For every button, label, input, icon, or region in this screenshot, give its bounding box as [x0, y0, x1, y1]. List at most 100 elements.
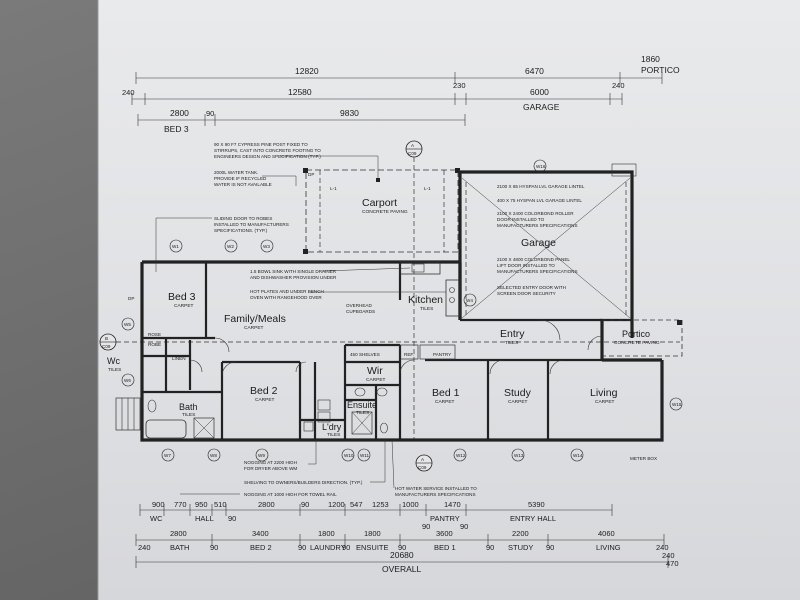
room-family-sub: CARPET [244, 325, 264, 331]
window-tag: W7 [161, 448, 175, 462]
bot-end-470: 470 [666, 559, 679, 568]
window-tag: W8 [207, 448, 221, 462]
window-tags: W1 W2 W3 W4 W5 W6 W7 W8 W9 W10 W11 W12 W… [121, 159, 683, 462]
label-dp-1: DP [308, 172, 314, 177]
carport-label: Carport [362, 197, 397, 209]
bot-dim-5390: 5390 [528, 500, 545, 509]
section-tag-a-top: A C09 [405, 140, 423, 440]
bot-dim-1470: 1470 [444, 500, 461, 509]
svg-text:W14: W14 [573, 453, 583, 458]
note-panel-1: 2100 X 4800 COLORBOND PANEL [497, 257, 570, 262]
note-tank-2: PROVIDE IF RECYCLED [214, 176, 267, 181]
bot-dim-1200: 1200 [328, 500, 345, 509]
window-tag: W5 [121, 317, 135, 331]
room-ldry-sub: TILES [327, 432, 340, 438]
bot-label-bed2: BED 2 [250, 543, 272, 552]
garage-area: Garage [458, 163, 637, 338]
note-shelving: SHELVING TO OWNERS/BUILDERS DIRECTION. (… [244, 480, 363, 485]
room-portico-sub: CONCRETE PAVING [614, 340, 660, 346]
bot-dim2-1800a: 1800 [318, 529, 335, 538]
bot-label-bed1: BED 1 [434, 543, 456, 552]
bot-sub-240a: 240 [138, 543, 151, 552]
note-nogging1-2: FOR DRYER ABOVE WM [244, 466, 297, 471]
room-bed1-sub: CARPET [435, 399, 455, 405]
top-dim-2800: 2800 [170, 108, 189, 118]
room-family: Family/Meals [224, 313, 286, 325]
bot-label-hall: HALL [195, 514, 214, 523]
bot-sub-90-1: 90 [210, 543, 218, 552]
bot-label-ensuite: ENSUITE [356, 543, 389, 552]
bot-sub-90-3: 90 [342, 543, 350, 552]
note-entrydoor-1: SELECTED ENTRY DOOR WITH [497, 285, 566, 290]
note-overhead-1: OVERHEAD [346, 303, 372, 308]
room-wc: Wc [107, 356, 120, 366]
window-tag: W2 [224, 239, 238, 253]
bot-sub-240b: 240 [656, 543, 669, 552]
room-ldry: L'dry [322, 422, 342, 432]
top-dim-12580: 12580 [288, 87, 312, 97]
window-tag: W12 [453, 448, 467, 462]
note-hws-1: HOT WATER SERVICE INSTALLED TO [395, 486, 477, 491]
note-panel-2: LIFT DOOR INSTALLED TO [497, 263, 555, 268]
note-roller-1: 2100 X 2400 COLORBOND ROLLER [497, 211, 574, 216]
door-swings [189, 319, 603, 377]
svg-text:C09: C09 [102, 344, 111, 349]
garage-label: Garage [521, 237, 556, 249]
window-tag: W10 [341, 448, 355, 462]
room-ensuite: Ensuite [347, 400, 377, 410]
bot-dim-1253: 1253 [372, 500, 389, 509]
drawing-sheet [98, 0, 800, 600]
note-sink-2: AND DISHWASHER PROVISION UNDER [250, 275, 337, 280]
svg-text:W9: W9 [258, 453, 265, 458]
label-robe: ROBE [148, 342, 161, 347]
svg-text:A: A [421, 457, 425, 462]
bot-end-240: 240 [662, 551, 675, 560]
svg-text:W12: W12 [456, 453, 466, 458]
bot-label-study: STUDY [508, 543, 533, 552]
window-tag: W13 [511, 448, 525, 462]
room-bed3: Bed 3 [168, 291, 196, 303]
bot-dim2-3600: 3600 [436, 529, 453, 538]
note-panel-3: MANUFACTURERS SPECIFICATIONS [497, 269, 578, 274]
carport-area: L-1 L-1 Carport CONCRETE PAVING [303, 168, 460, 254]
bot-dim2-4060: 4060 [598, 529, 615, 538]
svg-text:W16: W16 [536, 164, 546, 169]
room-bed1: Bed 1 [432, 387, 460, 399]
bot-sub-90-c: 90 [460, 522, 468, 531]
bot-label-laundry: LAUNDRY [310, 543, 346, 552]
note-lintel2: 400 X 75 HYSPAN LVL GARAGE LINTEL [497, 198, 582, 203]
bot-dim2-1800b: 1800 [364, 529, 381, 538]
note-sink-1: 1.5 BOWL SINK WITH SINGLE DRAINER [250, 269, 337, 274]
bot-label-wc: WC [150, 514, 163, 523]
window-tag: W3 [260, 239, 274, 253]
bot-dim-overall: 20680 [390, 550, 414, 560]
note-post-2: STIRRUPS, CAST INTO CONCRETE FOOTING TO [214, 148, 321, 153]
bot-sub-90-6: 90 [546, 543, 554, 552]
bot-dim-510: 510 [214, 500, 227, 509]
window-tag: W11 [357, 448, 371, 462]
section-tag-b-left: B C09 [99, 333, 680, 351]
bot-dim2-2800: 2800 [170, 529, 187, 538]
label-ref: REF. [404, 352, 414, 357]
bot-dim-770: 770 [174, 500, 187, 509]
bot-sub-90-2: 90 [298, 543, 306, 552]
label-meter-box: METER BOX [630, 456, 657, 461]
note-hws-2: MANUFACTURERS SPECIFICATIONS [395, 492, 476, 497]
svg-text:W3: W3 [263, 244, 270, 249]
label-dp-2: DP [128, 296, 134, 301]
svg-text:W13: W13 [514, 453, 524, 458]
section-tag-a-bottom: A C09 [415, 454, 433, 472]
bot-sub-90-5: 90 [486, 543, 494, 552]
note-overhead-2: CUPBOARDS [346, 309, 375, 314]
note-sliding-2: INSTALLED TO MANUFACTURERS [214, 222, 289, 227]
window-tag: W1 [169, 239, 183, 253]
top-dim-1860: 1860 [641, 54, 660, 64]
note-lintel1: 2100 X 65 HYSPAN LVL GARAGE LINTEL [497, 184, 585, 189]
note-hotplates-2: OVEN WITH RANGEHOOD OVER [250, 295, 322, 300]
label-shelves: 450 SHELVES [350, 352, 380, 357]
note-roller-2: DOOR INSTALLED TO [497, 217, 545, 222]
bot-dim-547: 547 [350, 500, 363, 509]
note-sliding-1: SLIDING DOOR TO ROBES [214, 216, 272, 221]
bot-label-overall: OVERALL [382, 564, 421, 574]
note-post-1: 90 X 90 F7 CYPRESS PINE POST FIXED TO [214, 142, 308, 147]
